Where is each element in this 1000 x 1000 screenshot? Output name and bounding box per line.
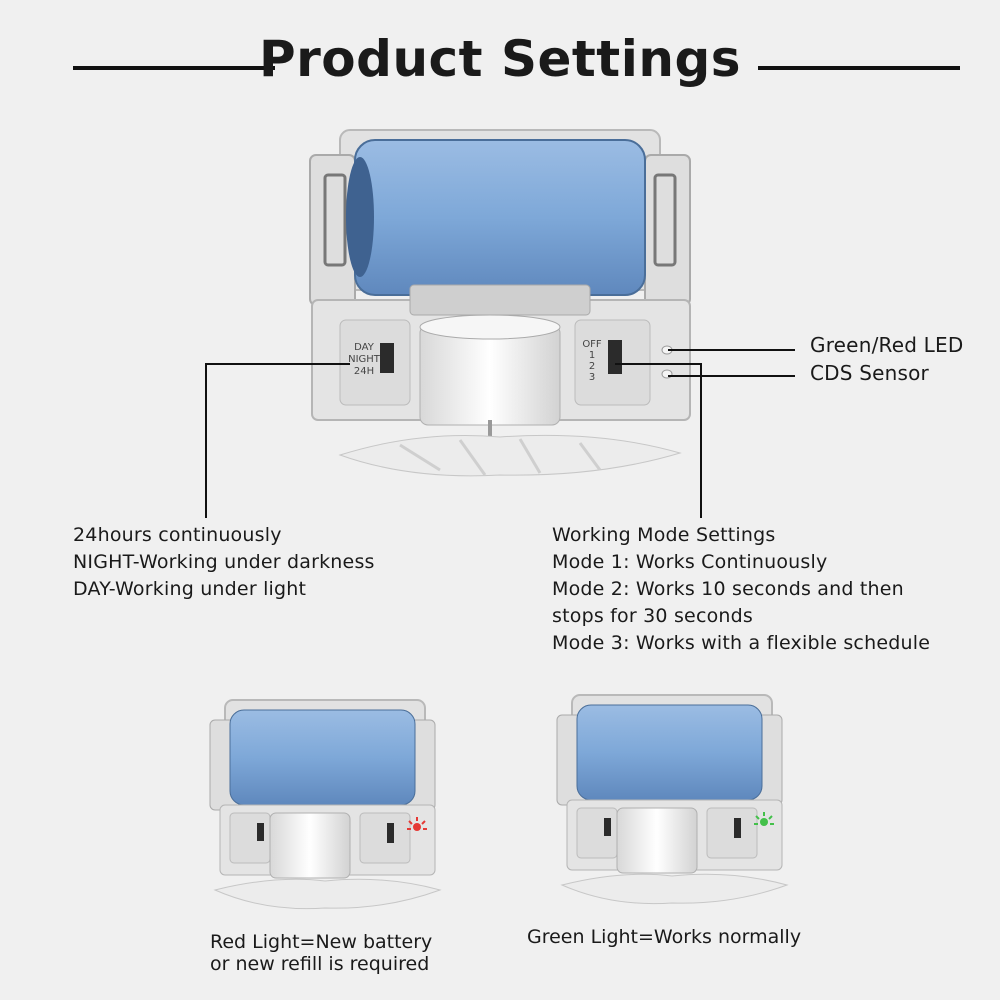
battery [576,704,763,801]
mode-switch-right [608,340,622,374]
note-mode-2: Mode 2: Works 10 seconds and then [552,578,904,600]
right-switch-callout-h [615,363,702,365]
mode-switch-left [380,343,394,373]
right-switch-callout-v [700,363,702,518]
note-mode-1: Mode 1: Works Continuously [552,551,828,573]
sensor-callout-line [668,375,795,377]
device-green-light-illustration [556,694,789,905]
led-label: Green/Red LED [810,333,964,357]
cds-sensor-label: CDS Sensor [810,361,929,385]
note-mode-2-cont: stops for 30 seconds [552,605,754,627]
switch-label-2: 2 [589,361,595,372]
note-day: DAY-Working under light [73,578,307,600]
red-led-glow [407,817,427,831]
caption-red-line-2: or new refill is required [210,953,430,975]
fan [338,434,682,477]
battery [229,709,416,806]
main-device-illustration: DAY NIGHT 24H OFF 1 2 3 [309,129,691,477]
caption-green-light: Green Light=Works normally [527,926,802,948]
switch-label-1: 1 [589,350,595,361]
switch-label-night: NIGHT [348,354,381,365]
battery [354,139,646,296]
caption-red-line-1: Red Light=New battery [210,931,433,953]
led-callout-line [668,349,795,351]
title-rule-left [73,66,275,70]
left-switch-callout-v [205,363,207,518]
left-switch-callout-h [205,363,350,365]
switch-label-24h: 24H [354,366,374,377]
housing-right-clip [644,154,691,306]
note-mode-heading: Working Mode Settings [552,524,776,546]
switch-label-3: 3 [589,372,595,383]
switch-label-off: OFF [582,339,602,350]
green-led-glow [754,812,774,826]
switch-label-day: DAY [354,342,375,353]
page-title: Product Settings [259,30,741,88]
note-mode-3: Mode 3: Works with a flexible schedule [552,632,931,654]
device-red-light-illustration [209,699,442,910]
note-night: NIGHT-Working under darkness [73,551,375,573]
note-24h: 24hours continuously [73,524,282,546]
title-rule-right [758,66,960,70]
motor-cup [419,324,561,426]
